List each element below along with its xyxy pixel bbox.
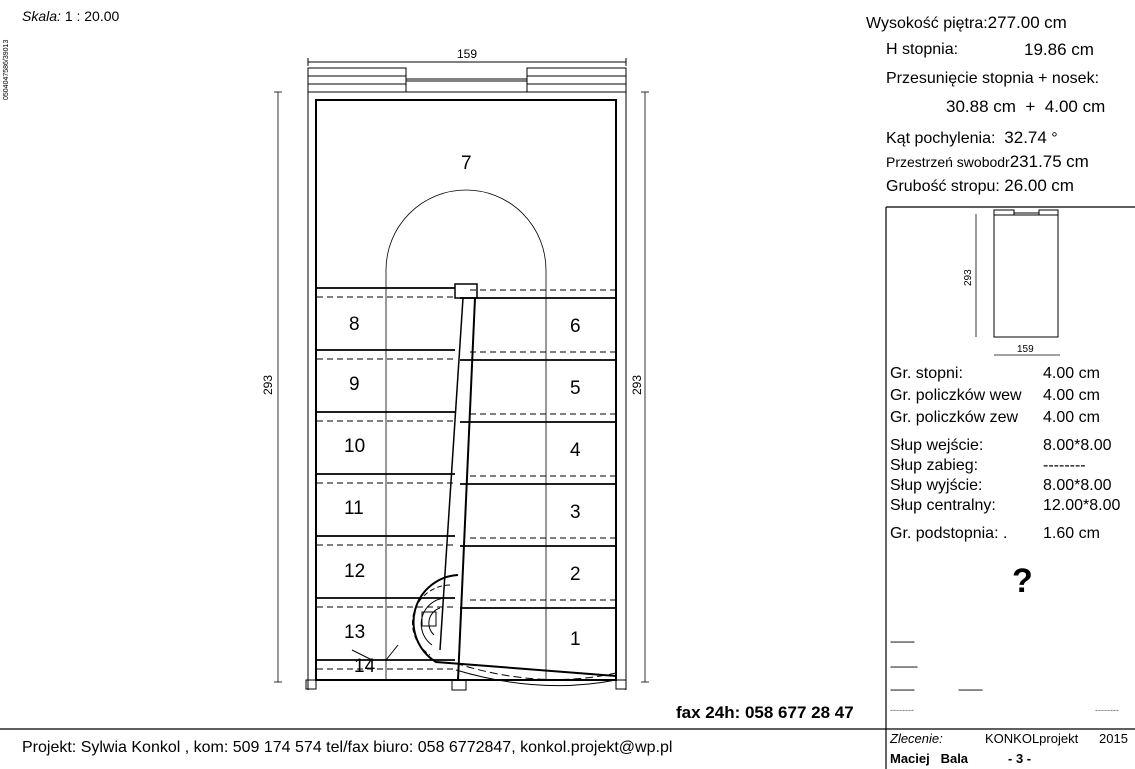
unit: cm [1066, 152, 1089, 171]
spec-label: Gr. podstopnia: . [890, 525, 1008, 542]
scale-label: Skala: [22, 8, 61, 24]
spec-value: 4.00 cm [1043, 365, 1100, 382]
degree-symbol: ° [1051, 130, 1058, 147]
spec-value: 8.00*8.00 [1043, 437, 1112, 454]
angle-value: 32.74 [1004, 128, 1047, 147]
step-number: 9 [349, 374, 360, 395]
slab-value: 26.00 [1004, 176, 1047, 195]
spec-value: -------- [1043, 457, 1086, 474]
top-landing [307, 58, 627, 93]
order-label: Zlecenie: [890, 731, 943, 746]
step-number: 6 [570, 316, 581, 337]
step-numbers: 1 2 3 4 5 6 7 8 9 10 11 12 13 14 [344, 153, 581, 677]
walking-line [385, 189, 547, 680]
height-dimension-right: 293 [630, 375, 644, 395]
spec-label: Słup wejście: [890, 437, 984, 454]
spec-label: Gr. policzków wew [890, 387, 1022, 404]
step-number: 1 [570, 629, 581, 650]
floor-height-value: 277.00 [987, 13, 1040, 32]
treads [317, 287, 616, 670]
spec-value: 4.00 cm [1043, 409, 1100, 426]
step-number: 13 [344, 622, 365, 643]
step-height-label: H stopnia: [886, 41, 959, 58]
width-dimension: 159 [457, 47, 477, 61]
spec-value: 8.00*8.00 [1043, 477, 1112, 494]
side-code: 0504047586/39013 [3, 40, 10, 100]
placeholder-line: --------- [890, 659, 918, 673]
spec-label: Słup zabieg: [890, 457, 979, 474]
spec-value: 12.00*8.00 [1043, 497, 1121, 514]
offset-value: 30.88 [946, 97, 989, 116]
step-number: 3 [570, 502, 581, 523]
step-number: 2 [570, 564, 581, 585]
step-height-value: 19.86 [1024, 40, 1067, 59]
unit: cm [1051, 176, 1074, 195]
unit: cm [993, 97, 1016, 116]
scale-indicator: Skala: 1 : 20.00 [22, 8, 119, 24]
fax-number: fax 24h: 058 677 28 47 [676, 703, 854, 722]
unit: cm [1071, 40, 1094, 59]
step-number: 5 [570, 378, 581, 399]
step-number: 4 [570, 440, 581, 461]
unit: cm [1044, 13, 1067, 32]
step-number: 11 [344, 498, 364, 519]
spec-value: 4.00 cm [1043, 387, 1100, 404]
step-number: 12 [344, 561, 365, 582]
step-number: 14 [354, 656, 376, 677]
dimension-lines [274, 91, 649, 683]
central-stringer [439, 283, 478, 691]
spec-label: Słup wyjście: [890, 477, 983, 494]
unit: cm [1082, 97, 1106, 116]
headroom-value: 231.75 [1009, 152, 1062, 171]
angle-label: Kąt pochylenia: [886, 130, 996, 147]
step-number: 10 [344, 436, 365, 457]
headroom-label: Przestrzeń swobodr [886, 154, 1010, 170]
slab-label: Grubość stropu: [886, 178, 1000, 195]
step-number: 7 [461, 153, 472, 174]
author: Maciej Bala [890, 751, 969, 766]
spec-label: Gr. stopni: [890, 365, 963, 382]
plus-sign: + [1025, 97, 1036, 116]
placeholder-line: -------- [890, 705, 914, 715]
spec-value: 1.60 cm [1043, 525, 1100, 542]
project-info: Projekt: Sylwia Konkol , kom: 509 174 57… [22, 739, 673, 756]
question-mark: ? [1012, 562, 1033, 600]
company-name: KONKOLprojekt [985, 731, 1079, 746]
height-dimension-left: 293 [261, 375, 275, 395]
spiral-winder [351, 574, 617, 687]
placeholder-line: -------- [1095, 705, 1119, 715]
page-number: - 3 - [1008, 751, 1032, 766]
year: 2015 [1099, 731, 1128, 746]
spec-label: Gr. policzków zew [890, 409, 1019, 426]
offset-label: Przesunięcie stopnia + nosek: [886, 70, 1100, 87]
placeholder-line: -------- [890, 682, 915, 696]
placeholder-line: -------- [890, 634, 915, 648]
thumbnail-height-dim: 293 [963, 269, 974, 286]
floor-height-label: Wysokość piętra: [866, 15, 988, 32]
thumbnail-width-dim: 159 [1017, 344, 1034, 355]
nosing-value: 4.00 [1044, 97, 1078, 116]
step-number: 8 [349, 314, 360, 335]
thumbnail-plan [975, 209, 1060, 356]
placeholder-line: -------- [958, 682, 983, 696]
scale-value: 1 : 20.00 [64, 8, 120, 24]
spec-label: Słup centralny: [890, 497, 996, 514]
title-block-frame [0, 206, 1135, 769]
